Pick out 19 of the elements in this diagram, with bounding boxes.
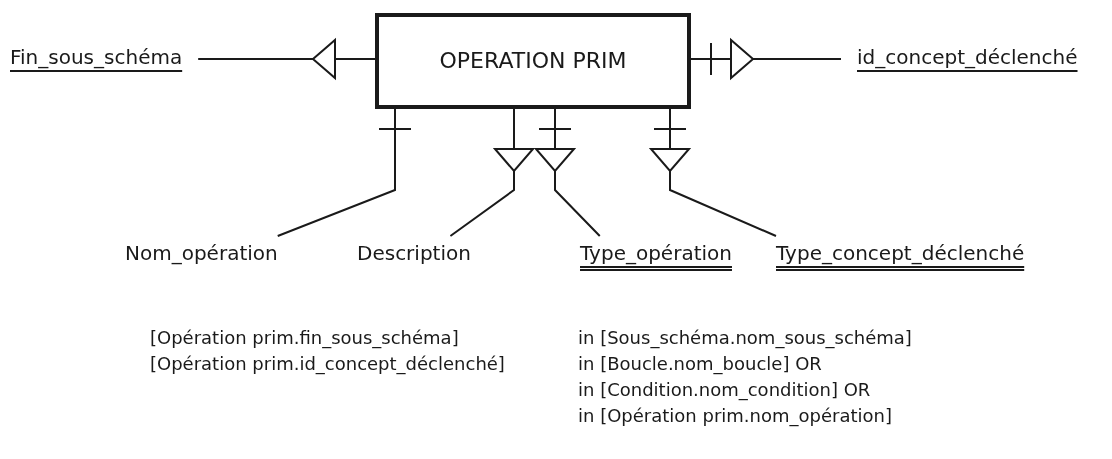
er-connector (276, 108, 412, 237)
constraint-text: in [Boucle.nom_boucle] OR (578, 352, 822, 376)
er-connector (197, 39, 376, 79)
constraint-text: in [Sous_schéma.nom_sous_schéma] (578, 326, 912, 350)
er-connector (690, 39, 842, 79)
constraint-text: [Opération prim.fin_sous_schéma] (150, 326, 459, 350)
constraint-text: in [Opération prim.nom_opération] (578, 404, 892, 428)
constraint-text: [Opération prim.id_concept_déclenché] (150, 352, 505, 376)
attribute-name: Nom_opération (125, 240, 278, 266)
attribute-name: Type_concept_déclenché (776, 240, 1025, 266)
entity-box: OPERATION PRIM (375, 13, 691, 109)
er-connector (650, 108, 777, 237)
attribute-name: id_concept_déclenché (857, 44, 1078, 70)
attribute-name: Type_opération (580, 240, 732, 266)
er-connector (535, 108, 601, 237)
attribute-name: Description (357, 240, 471, 266)
constraint-text: in [Condition.nom_condition] OR (578, 378, 871, 402)
attribute-name: Fin_sous_schéma (10, 44, 183, 70)
er-connector (449, 108, 534, 237)
